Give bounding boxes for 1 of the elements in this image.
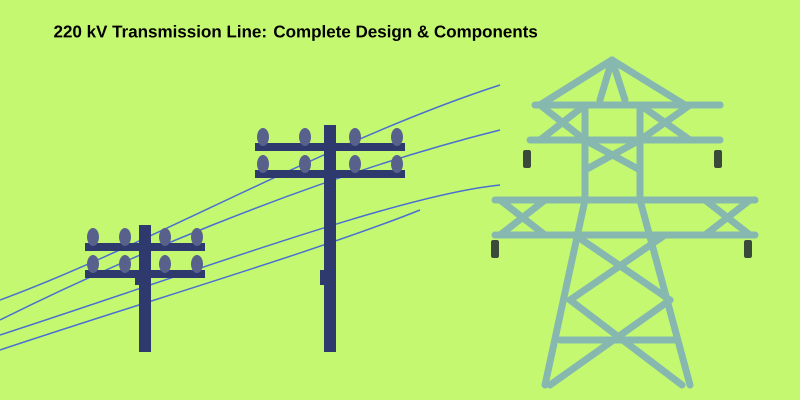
title: 220 kV Transmission Line: Complete Design & Components (54, 25, 538, 41)
